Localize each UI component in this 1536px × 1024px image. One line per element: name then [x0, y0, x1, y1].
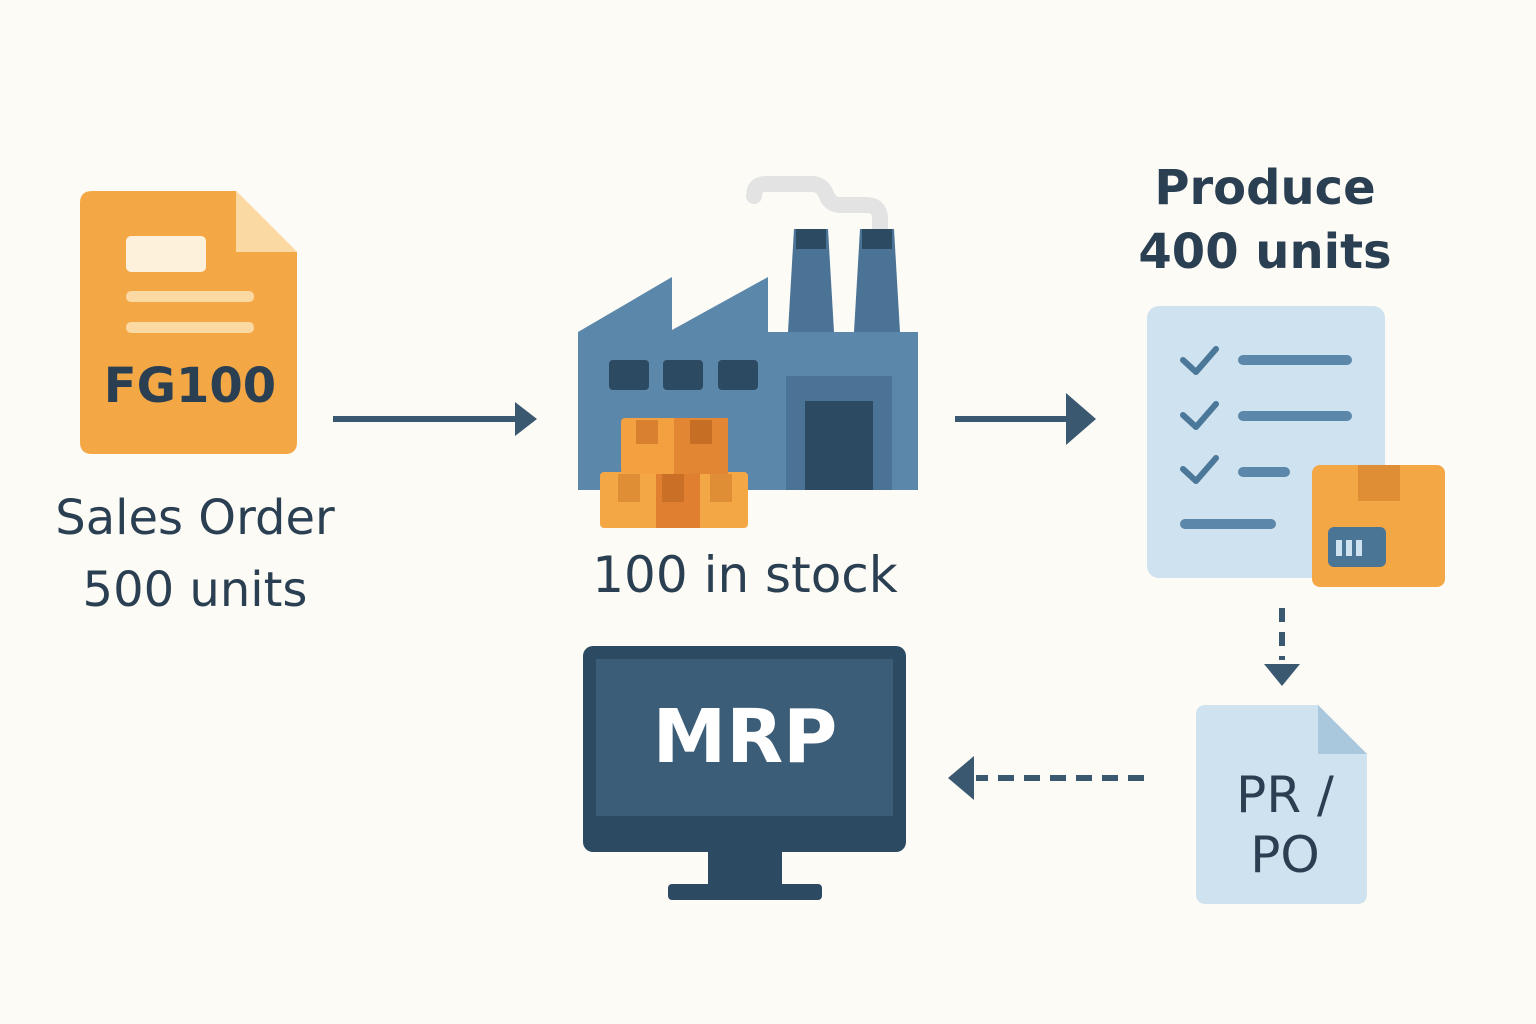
purchase-label-line1: PR / [1236, 766, 1334, 824]
production-quantity: 400 units [1138, 224, 1392, 280]
monitor-icon [583, 646, 906, 900]
arrow-production-to-purchase [1264, 608, 1300, 686]
sales-order-title: Sales Order [55, 490, 335, 546]
arrow-factory-to-production [955, 393, 1096, 445]
pr-po-document-icon [1196, 705, 1367, 904]
stock-label: 100 in stock [592, 546, 898, 604]
package-icon [1312, 465, 1445, 587]
arrow-order-to-factory [333, 402, 537, 436]
arrow-purchase-to-mrp [948, 756, 1144, 800]
item-code: FG100 [103, 358, 277, 414]
boxes-icon [600, 418, 748, 528]
document-icon [80, 191, 297, 454]
purchase-label-line2: PO [1250, 826, 1320, 884]
mrp-label: MRP [652, 694, 838, 780]
sales-order-quantity: 500 units [82, 562, 308, 618]
production-label: Produce [1154, 160, 1376, 216]
